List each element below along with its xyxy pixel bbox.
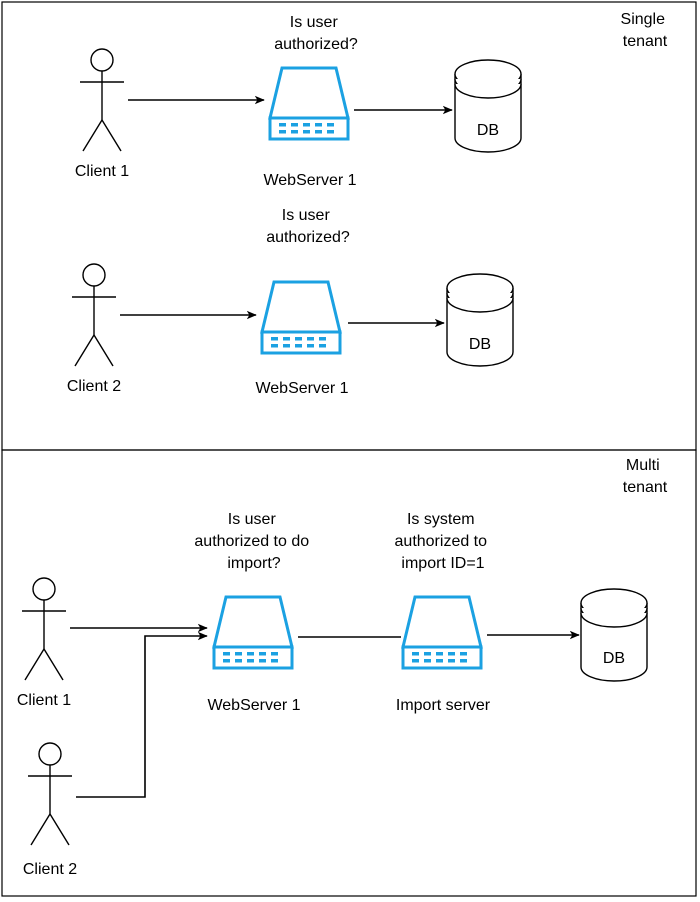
multi-client-2-to-server-arrow	[76, 631, 208, 798]
client-1-actor-icon	[79, 48, 125, 152]
single-row-2: Client 2 Is user authorized? WebServer 1…	[67, 207, 514, 397]
multi-tenant-title-line-2: tenant	[623, 479, 668, 496]
single-row-1: Client 1 Is user authorized? WebServer 1…	[75, 14, 522, 189]
single-tenant-title: Single tenant	[621, 11, 670, 50]
single-tenant-title-line-2: tenant	[623, 33, 668, 50]
multi-db-label: DB	[603, 650, 625, 667]
single-tenant-title-line-1: Single	[621, 11, 666, 28]
multi-web-question: Is user authorized to do import?	[194, 511, 313, 572]
multi-db-icon	[580, 588, 648, 682]
multi-client-2-actor-icon	[27, 742, 73, 846]
single-client-2-label: Client 2	[67, 378, 121, 395]
single-row-2-server-icon	[260, 280, 342, 355]
single-row-2-server-label: WebServer 1	[255, 380, 348, 397]
multi-tenant-title: Multi tenant	[623, 457, 668, 496]
import-server-icon	[401, 595, 483, 670]
multi-client-1-label: Client 1	[17, 692, 71, 709]
multi-tenant-frame	[1, 449, 697, 897]
multi-client-1-actor-icon	[21, 577, 67, 681]
single-client-1-label: Client 1	[75, 163, 129, 180]
single-row-1-db-label: DB	[477, 122, 499, 139]
multi-webserver-icon	[212, 595, 294, 670]
single-row-1-server-label: WebServer 1	[263, 172, 356, 189]
import-server-label: Import server	[396, 697, 491, 714]
single-row-2-question: Is user authorized?	[266, 207, 350, 246]
single-row-2-db-label: DB	[469, 336, 491, 353]
multi-import-question: Is system authorized to import ID=1	[395, 511, 492, 572]
multi-clients: Client 1 Client 2	[17, 577, 77, 878]
client-2-actor-icon	[71, 263, 117, 367]
multi-client-2-label: Client 2	[23, 861, 77, 878]
single-row-1-server-icon	[268, 66, 350, 141]
multi-tenant-title-line-1: Multi	[626, 457, 660, 474]
single-row-1-question: Is user authorized?	[274, 14, 358, 53]
multi-webserver-label: WebServer 1	[207, 697, 300, 714]
